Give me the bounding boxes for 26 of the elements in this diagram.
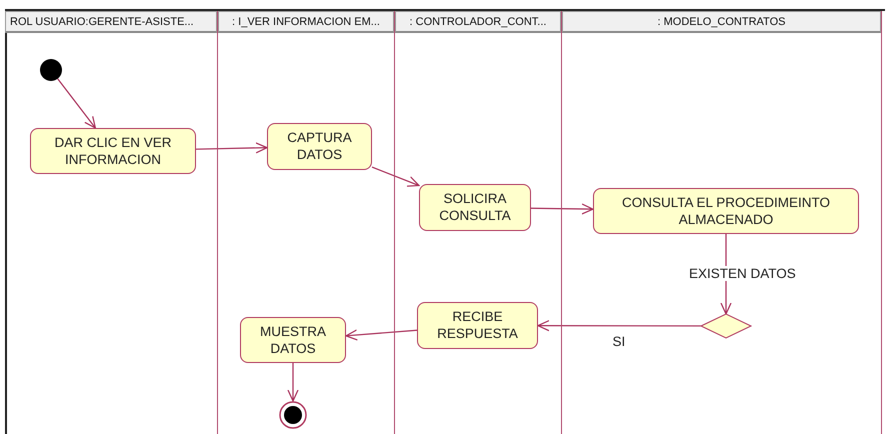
action-box: RECIBE RESPUESTA: [417, 302, 538, 349]
action-box: DAR CLIC EN VER INFORMACION: [30, 128, 196, 174]
action-box: MUESTRA DATOS: [240, 317, 346, 363]
arrow: [57, 78, 96, 129]
action-box: CAPTURA DATOS: [267, 123, 372, 170]
lane-header: : I_VER INFORMACION EM...: [218, 11, 394, 33]
lane-header: : CONTROLADOR_CONT...: [395, 11, 561, 33]
arrow: [287, 363, 299, 402]
end-node: [279, 401, 307, 429]
start-node: [40, 59, 62, 81]
action-box: SOLICIRA CONSULTA: [419, 184, 531, 231]
arrow: [531, 203, 594, 215]
arrow: [196, 142, 268, 154]
edge-label: SI: [612, 334, 626, 349]
arrow: [537, 320, 702, 332]
swimlane: [395, 11, 562, 434]
swimlane: [218, 11, 395, 434]
swimlane: [5, 11, 218, 434]
lane-header: ROL USUARIO:GERENTE-ASISTE...: [5, 11, 217, 33]
edge-label: EXISTEN DATOS: [688, 266, 797, 281]
lane-header: : MODELO_CONTRATOS: [562, 11, 881, 33]
arrow: [345, 329, 418, 341]
arrow: [372, 166, 420, 187]
action-box: CONSULTA EL PROCEDIMEINTO ALMACENADO: [593, 188, 859, 234]
swimlane: [562, 11, 882, 434]
decision-diamond: [701, 314, 751, 338]
